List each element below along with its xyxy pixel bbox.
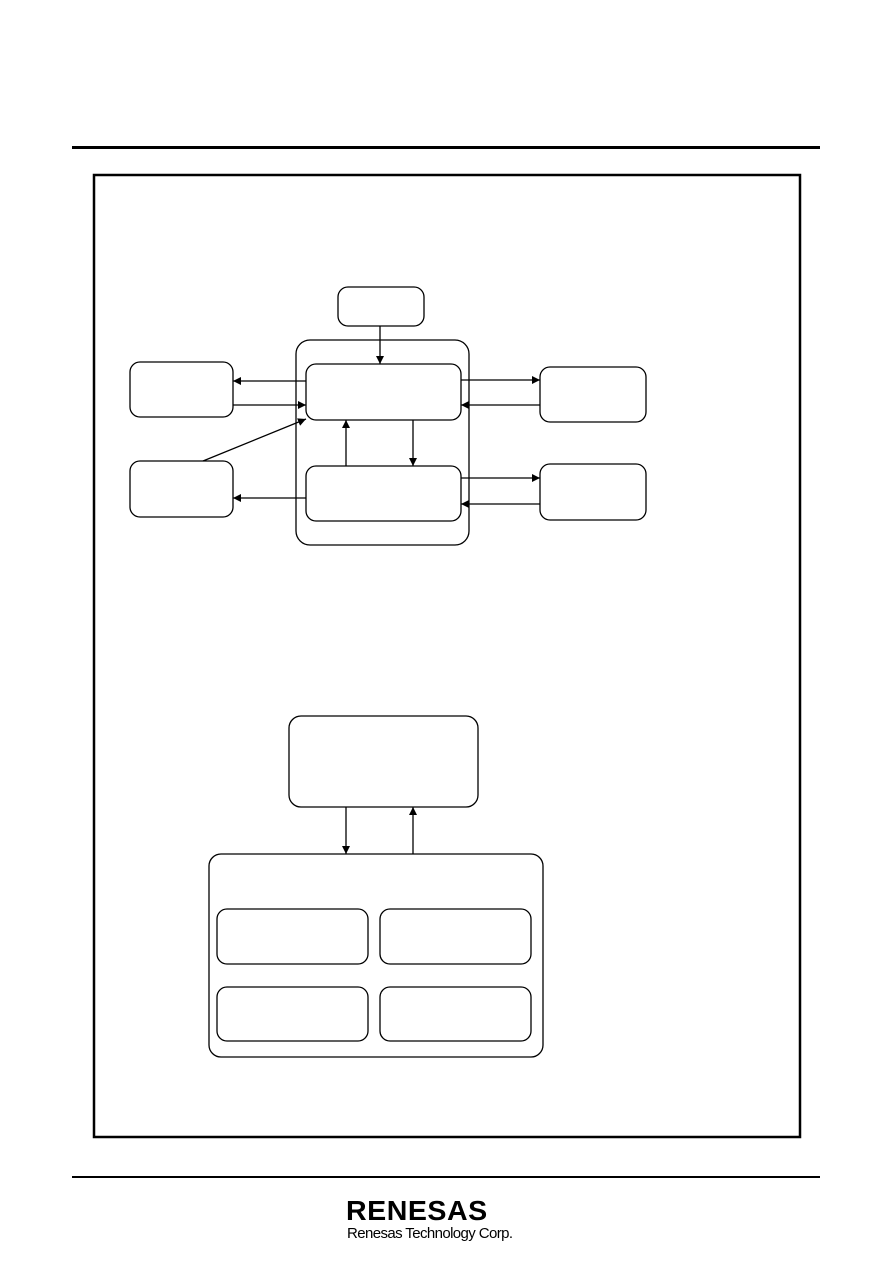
container-box [295, 339, 470, 546]
left-upper-box [129, 361, 234, 418]
group-cell-top-left [216, 908, 369, 965]
group-cell-bottom-left [216, 986, 369, 1042]
figure-frame [92, 173, 802, 1139]
input-box [337, 286, 425, 327]
top-box [288, 715, 479, 808]
logo-wordmark: RENESAS [346, 1195, 488, 1226]
header-rule [72, 146, 820, 149]
group-box [208, 853, 544, 1058]
group-cell-top-right [379, 908, 532, 965]
logo-company-name: Renesas Technology Corp. [347, 1225, 513, 1242]
right-lower-box [539, 463, 647, 521]
lower-core-box [305, 465, 462, 522]
arrow-left-lower-to-core [202, 418, 307, 462]
right-upper-box [539, 366, 647, 423]
lower-block-diagram [208, 715, 544, 1058]
renesas-logo: RENESAS Renesas Technology Corp. [346, 1196, 546, 1246]
upper-block-diagram [129, 286, 647, 546]
upper-core-box [305, 363, 462, 421]
footer-rule [72, 1176, 820, 1178]
left-lower-box [129, 460, 234, 518]
group-cell-bottom-right [379, 986, 532, 1042]
